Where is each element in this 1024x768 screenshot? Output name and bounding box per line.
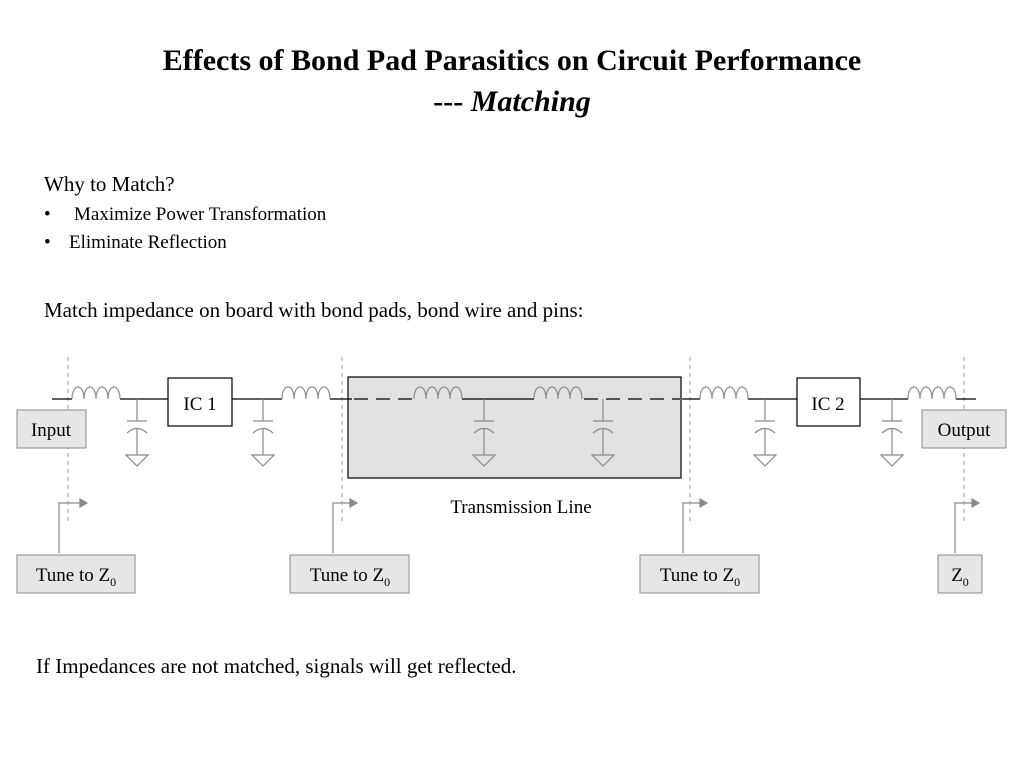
input-label: Input: [31, 420, 72, 441]
bullet-marker: •: [44, 204, 51, 225]
ic2-label: IC 2: [811, 394, 844, 415]
capacitor-icon: [879, 399, 905, 467]
tune-text: Tune to Z: [310, 565, 384, 586]
bullet-text: Maximize Power Transformation: [74, 204, 327, 225]
ic2-box: [796, 377, 861, 427]
why-question: Why to Match?: [44, 172, 175, 196]
tune-text: Tune to Z: [36, 565, 110, 586]
capacitor-icon: [752, 399, 778, 467]
transmission-line-label: Transmission Line: [450, 497, 591, 518]
inductor-icon: [699, 386, 749, 400]
callout-arrow-icon: [332, 497, 359, 553]
tune-callouts: [58, 497, 981, 553]
bullet-item: • Eliminate Reflection: [44, 232, 227, 254]
page-subtitle: --- Matching: [0, 82, 1024, 122]
inductors: [71, 386, 957, 400]
inductor-icon: [907, 386, 957, 400]
ic1-box: [167, 377, 233, 427]
page-title: Effects of Bond Pad Parasitics on Circui…: [162, 44, 862, 77]
capacitor-icon: [590, 399, 616, 467]
z-subscript: 0: [963, 575, 969, 589]
ic1-label: IC 1: [183, 394, 216, 415]
z0-label: Z0: [951, 565, 969, 589]
tune-box-2: [289, 554, 410, 594]
bullet-marker: •: [44, 232, 51, 253]
bullet-text: Eliminate Reflection: [69, 232, 227, 253]
inductor-icon: [281, 386, 331, 400]
inductor-icon: [533, 386, 583, 400]
tune-text: Tune to Z: [660, 565, 734, 586]
tune-subscript: 0: [110, 575, 116, 589]
capacitor-icon: [471, 399, 497, 467]
tune-subscript: 0: [734, 575, 740, 589]
tune-label-3: Tune to Z0: [660, 565, 740, 589]
output-box: [921, 409, 1007, 449]
callout-arrow-icon: [954, 497, 981, 553]
inductor-icon: [413, 386, 463, 400]
footer-note: If Impedances are not matched, signals w…: [36, 654, 517, 678]
subtitle-italic: Matching: [470, 85, 591, 118]
tune-box-1: [16, 554, 136, 594]
inductor-icon: [71, 386, 121, 400]
callout-arrow-icon: [682, 497, 709, 553]
bullet-item: • Maximize Power Transformation: [44, 204, 326, 226]
capacitor-icon: [124, 399, 150, 467]
tune-label-2: Tune to Z0: [310, 565, 390, 589]
tune-box-3: [639, 554, 760, 594]
z-text: Z: [951, 565, 963, 586]
match-instruction: Match impedance on board with bond pads,…: [44, 298, 584, 322]
subtitle-dashes: ---: [433, 85, 464, 118]
transmission-line-box: [347, 376, 682, 479]
callout-arrow-icon: [58, 497, 89, 553]
tune-subscript: 0: [384, 575, 390, 589]
tune-label-1: Tune to Z0: [36, 565, 116, 589]
output-label: Output: [938, 420, 992, 441]
input-box: [16, 409, 87, 449]
capacitors: [124, 399, 905, 467]
z0-box: [937, 554, 983, 594]
capacitor-icon: [250, 399, 276, 467]
